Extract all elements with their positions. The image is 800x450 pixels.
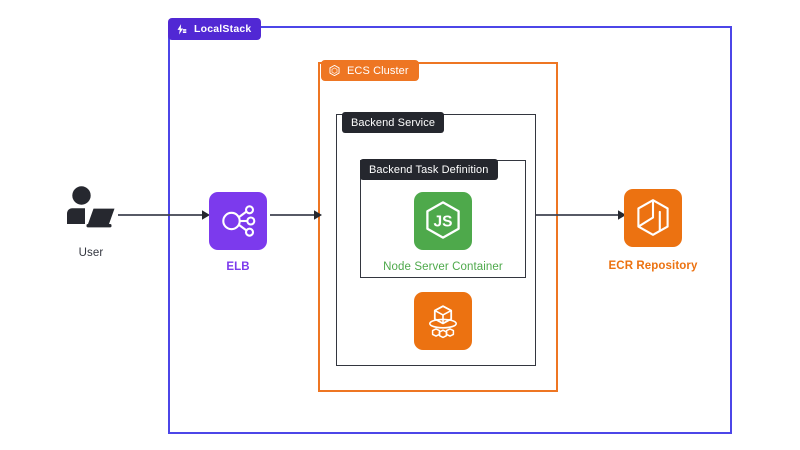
- ecr-cube-icon: [624, 189, 682, 247]
- node-elb: ELB: [209, 192, 267, 273]
- boundary-label-backend-service-text: Backend Service: [351, 116, 436, 129]
- node-user: User: [52, 185, 130, 259]
- node-ecr-repository: ECR Repository: [609, 189, 697, 272]
- node-user-label: User: [78, 247, 104, 259]
- aws-ecs-icon: [414, 292, 472, 350]
- boundary-localstack: [168, 26, 732, 434]
- boundary-ecs-cluster: [318, 62, 558, 392]
- localstack-icon: [175, 23, 188, 36]
- svg-text:JS: JS: [434, 213, 453, 230]
- user-at-laptop-icon: [60, 185, 122, 233]
- node-ecs-task: [414, 292, 472, 350]
- boundary-label-backend-task-definition-text: Backend Task Definition: [369, 163, 489, 176]
- node-ecr-repository-label: ECR Repository: [608, 260, 698, 272]
- boundary-label-backend-task-definition: Backend Task Definition: [360, 159, 498, 180]
- load-balancer-icon: [209, 192, 267, 250]
- boundary-label-ecs-cluster-text: ECS Cluster: [347, 64, 409, 77]
- boundary-label-localstack-text: LocalStack: [194, 23, 252, 35]
- arrow-elb-to-ecs-cluster: [270, 210, 322, 220]
- boundary-label-localstack: LocalStack: [168, 18, 262, 40]
- node-elb-label: ELB: [226, 261, 250, 273]
- nodejs-icon: JS: [414, 192, 472, 250]
- boundary-label-ecs-cluster: ECS Cluster: [321, 60, 419, 81]
- node-node-server-container-label: Node Server Container: [383, 261, 503, 273]
- hexagon-cluster-icon: [328, 64, 341, 77]
- arrow-user-to-elb: [118, 210, 210, 220]
- boundary-label-backend-service: Backend Service: [342, 112, 445, 133]
- arrow-backend-service-to-ecr: [536, 210, 626, 220]
- node-node-server-container: JS Node Server Container: [383, 192, 503, 273]
